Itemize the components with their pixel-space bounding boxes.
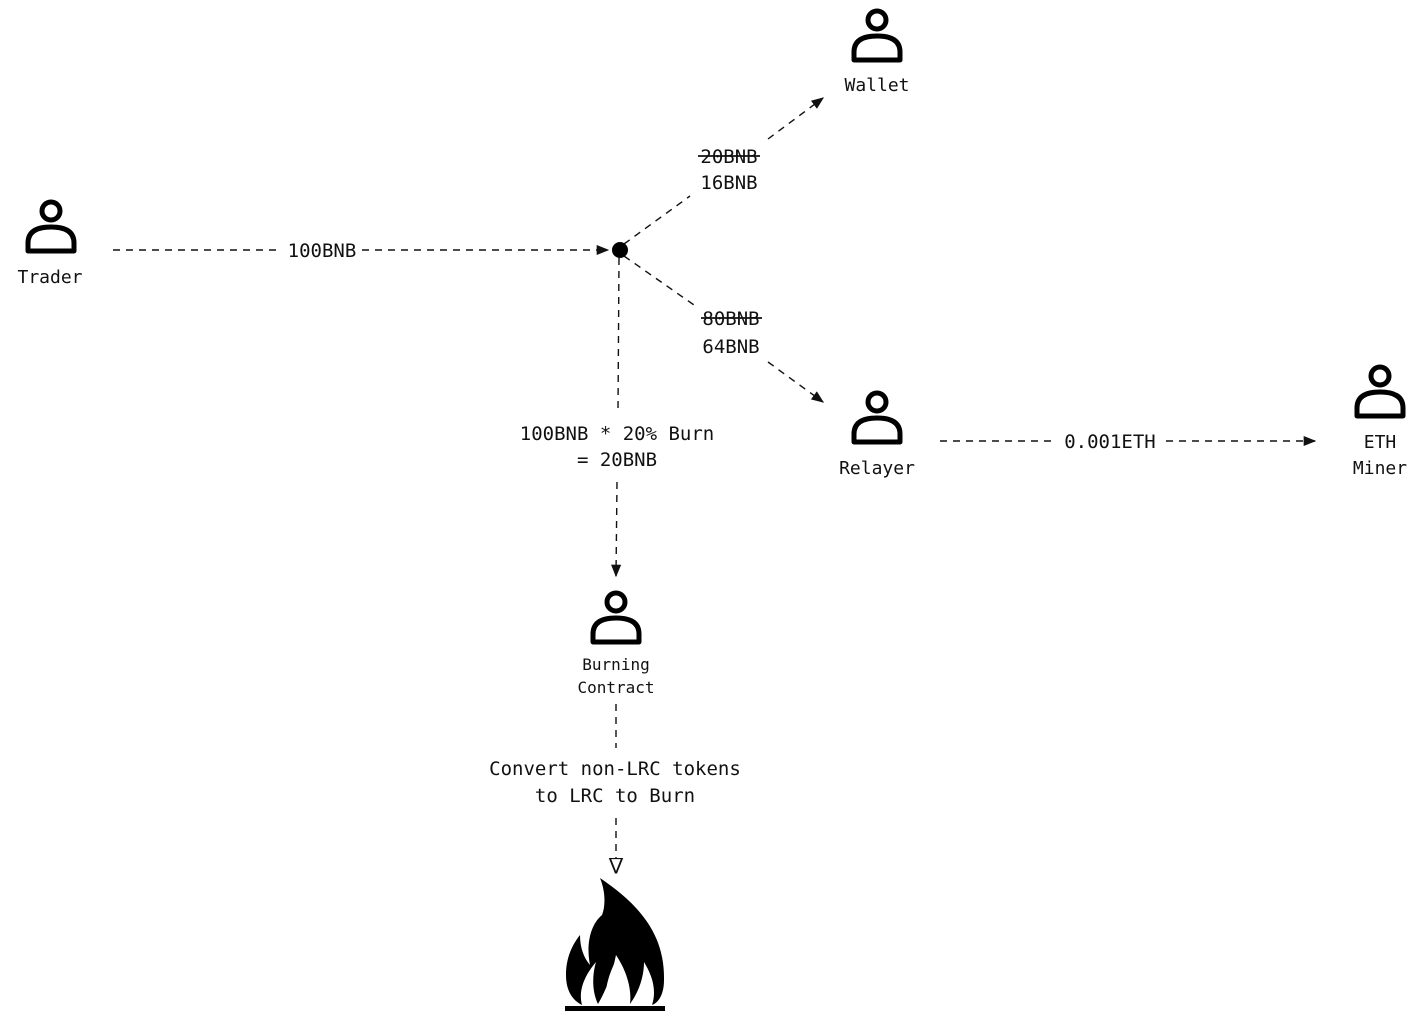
edge-label-trader-amount: 100BNB (288, 240, 357, 262)
edge-split-to-burning-contract: 100BNB * 20% Burn = 20BNB (520, 257, 714, 578)
person-icon (854, 11, 900, 60)
edge-split-to-wallet: 20BNB 16BNB (623, 97, 825, 245)
person-icon (1357, 367, 1403, 416)
node-label-burning-contract-line1: Burning (582, 655, 649, 674)
node-label-wallet: Wallet (844, 75, 909, 96)
person-icon (854, 393, 900, 442)
node-label-relayer: Relayer (839, 458, 915, 479)
edge-relayer-to-eth-miner: 0.001ETH (940, 431, 1317, 453)
split-junction-dot (612, 242, 628, 258)
edge-split-to-relayer: 80BNB 64BNB (623, 255, 825, 403)
node-label-burning-contract-line2: Contract (577, 678, 654, 697)
node-wallet[interactable]: Wallet (844, 11, 910, 96)
edge-label-burn-result: = 20BNB (577, 449, 657, 471)
node-label-eth-miner-line1: ETH (1364, 432, 1397, 453)
edge-trader-to-split: 100BNB (113, 240, 610, 262)
fire-icon (565, 878, 665, 1011)
person-icon (28, 202, 74, 251)
edge-label-wallet-discounted: 16BNB (700, 172, 757, 194)
edge-label-convert-line1: Convert non-LRC tokens (489, 758, 741, 780)
node-eth-miner[interactable]: ETH Miner (1353, 367, 1407, 479)
node-burning-contract[interactable]: Burning Contract (577, 593, 655, 697)
edge-label-burn-formula: 100BNB * 20% Burn (520, 423, 714, 445)
node-label-trader: Trader (17, 267, 82, 288)
node-burn[interactable] (565, 878, 665, 1011)
edge-label-wallet-original: 20BNB (700, 146, 757, 168)
edge-label-convert-line2: to LRC to Burn (535, 785, 695, 807)
edge-label-eth-fee: 0.001ETH (1064, 431, 1156, 453)
node-trader[interactable]: Trader (17, 202, 83, 288)
edge-label-relayer-original: 80BNB (702, 308, 759, 330)
edge-burning-contract-to-burn: Convert non-LRC tokens to LRC to Burn (489, 704, 741, 872)
node-relayer[interactable]: Relayer (839, 393, 915, 479)
node-label-eth-miner-line2: Miner (1353, 458, 1407, 479)
person-icon (593, 593, 639, 642)
edge-label-relayer-discounted: 64BNB (702, 336, 759, 358)
